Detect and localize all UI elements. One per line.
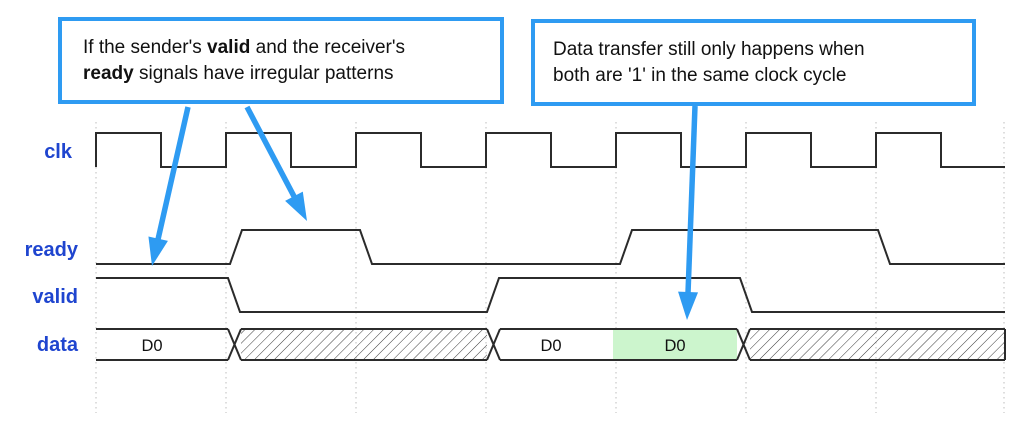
callout-text-line: Data transfer still only happens when xyxy=(553,38,865,60)
signal-label-ready: ready xyxy=(24,239,78,261)
callout-arrow-line xyxy=(244,105,300,203)
signal-label-data: data xyxy=(36,334,78,356)
clk-waveform xyxy=(95,132,1005,168)
transfer-highlight xyxy=(613,330,737,359)
bus-crossover xyxy=(227,328,242,361)
callout-arrow-line xyxy=(154,106,191,246)
bus-unknown-hatch xyxy=(241,330,487,359)
bus-value-label: D0 xyxy=(540,337,561,355)
callout-arrowhead xyxy=(148,236,168,266)
bus-crossover xyxy=(736,328,751,361)
signal-label-clk: clk xyxy=(44,141,72,163)
callout-arrowhead xyxy=(285,191,307,221)
callout-data-transfer: Data transfer still only happens when bot… xyxy=(531,19,976,106)
callout-arrowhead xyxy=(678,291,699,320)
callout-text-line: ready signals have irregular patterns xyxy=(83,62,394,84)
valid-waveform xyxy=(96,277,1005,313)
bus-unknown-hatch xyxy=(750,330,1005,359)
bus-crossover xyxy=(486,328,501,361)
bus-value-label: D0 xyxy=(664,337,685,355)
callout-arrow-line xyxy=(685,105,698,299)
signal-label-valid: valid xyxy=(32,286,78,308)
callout-text-line: both are '1' in the same clock cycle xyxy=(553,64,847,86)
ready-waveform xyxy=(96,229,1005,265)
bus-value-label: D0 xyxy=(141,337,162,355)
callout-irregular-patterns: If the sender's valid and the receiver's… xyxy=(58,17,504,104)
callout-text-line: If the sender's valid and the receiver's xyxy=(83,36,405,58)
